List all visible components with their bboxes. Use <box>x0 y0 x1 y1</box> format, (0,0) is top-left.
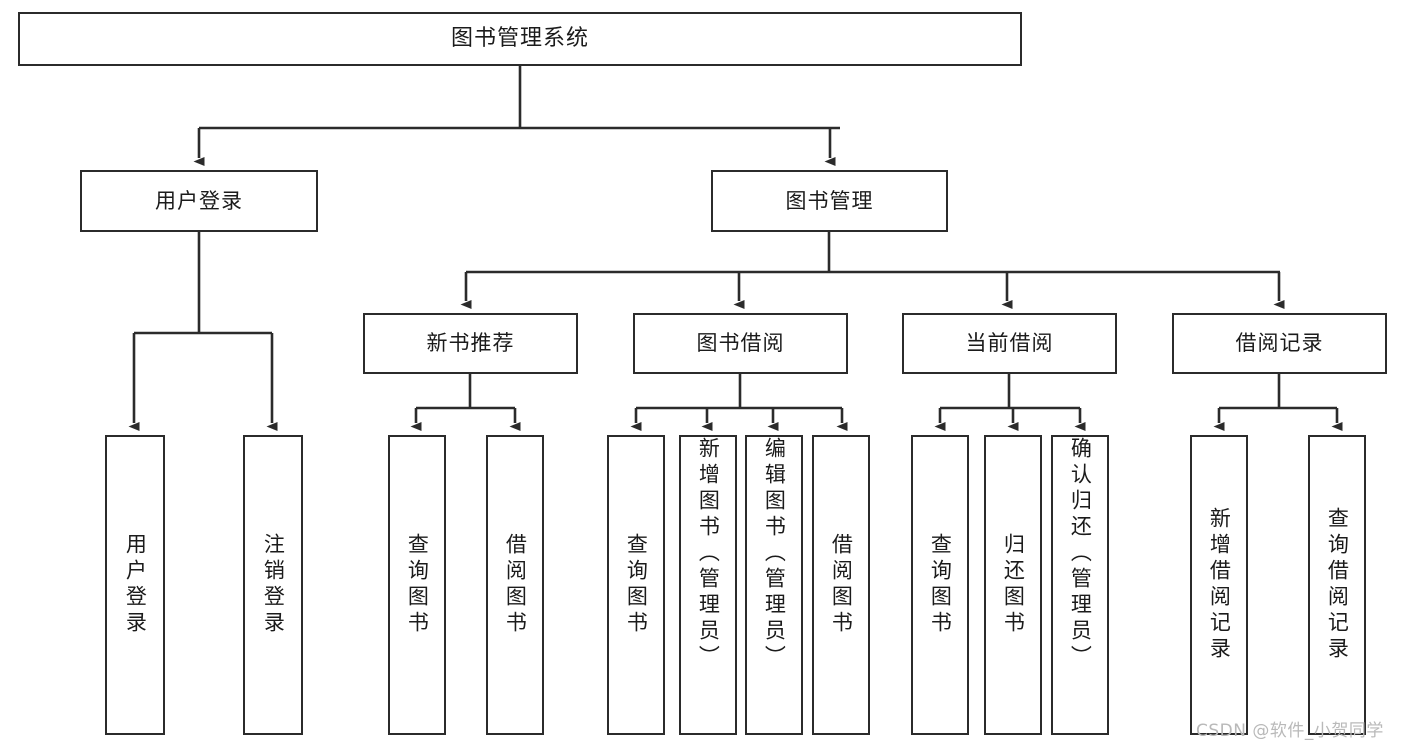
node-leaf-query-record[interactable]: 查询借阅记录 <box>1308 435 1366 735</box>
node-user-login[interactable]: 用户登录 <box>80 170 318 232</box>
node-leaf-borrow-book-2-label: 借阅图书 <box>829 533 854 637</box>
edge-group-current-borrow <box>934 374 1086 431</box>
edge-group-book-manage <box>460 232 1285 309</box>
node-leaf-query-book-1-label: 查询图书 <box>405 533 430 637</box>
edge-group-borrow-record <box>1213 374 1343 431</box>
node-leaf-return-book-label: 归还图书 <box>1001 533 1026 637</box>
node-leaf-borrow-book-2[interactable]: 借阅图书 <box>812 435 870 735</box>
node-leaf-confirm-return[interactable]: 确认归还（管理员） <box>1051 435 1109 735</box>
node-book-manage-label: 图书管理 <box>785 188 874 213</box>
node-borrow-record-label: 借阅记录 <box>1235 331 1324 356</box>
node-book-manage[interactable]: 图书管理 <box>711 170 948 232</box>
node-root-label: 图书管理系统 <box>450 26 589 52</box>
node-leaf-add-book-label: 新增图书（管理员） <box>696 437 721 671</box>
node-leaf-user-login[interactable]: 用户登录 <box>105 435 165 735</box>
node-leaf-query-book-2[interactable]: 查询图书 <box>607 435 665 735</box>
node-leaf-confirm-return-label: 确认归还（管理员） <box>1068 437 1093 671</box>
node-book-borrow[interactable]: 图书借阅 <box>633 313 848 374</box>
node-leaf-edit-book[interactable]: 编辑图书（管理员） <box>745 435 803 735</box>
node-borrow-record[interactable]: 借阅记录 <box>1172 313 1387 374</box>
edge-group-new-book-recommend <box>410 374 521 431</box>
node-leaf-query-book-1[interactable]: 查询图书 <box>388 435 446 735</box>
node-current-borrow[interactable]: 当前借阅 <box>902 313 1117 374</box>
node-leaf-query-book-3[interactable]: 查询图书 <box>911 435 969 735</box>
edge-group-book-borrow <box>630 374 848 431</box>
edge-group-user-login <box>128 232 278 431</box>
node-leaf-user-login-label: 用户登录 <box>123 533 148 637</box>
node-leaf-borrow-book-1-label: 借阅图书 <box>503 533 528 637</box>
node-current-borrow-label: 当前借阅 <box>965 331 1054 356</box>
node-root[interactable]: 图书管理系统 <box>18 12 1022 66</box>
node-leaf-query-record-label: 查询借阅记录 <box>1325 507 1350 663</box>
node-book-borrow-label: 图书借阅 <box>696 331 785 356</box>
node-leaf-add-record[interactable]: 新增借阅记录 <box>1190 435 1248 735</box>
node-leaf-add-record-label: 新增借阅记录 <box>1207 507 1232 663</box>
node-leaf-query-book-3-label: 查询图书 <box>928 533 953 637</box>
node-leaf-query-book-2-label: 查询图书 <box>624 533 649 637</box>
node-leaf-borrow-book-1[interactable]: 借阅图书 <box>486 435 544 735</box>
node-new-book-recommend-label: 新书推荐 <box>426 331 515 356</box>
node-leaf-logout-login-label: 注销登录 <box>261 533 286 637</box>
node-new-book-recommend[interactable]: 新书推荐 <box>363 313 578 374</box>
node-leaf-return-book[interactable]: 归还图书 <box>984 435 1042 735</box>
node-leaf-add-book[interactable]: 新增图书（管理员） <box>679 435 737 735</box>
node-user-login-label: 用户登录 <box>155 188 243 213</box>
node-leaf-logout-login[interactable]: 注销登录 <box>243 435 303 735</box>
edge-group-root <box>193 66 840 166</box>
node-leaf-edit-book-label: 编辑图书（管理员） <box>762 437 787 671</box>
